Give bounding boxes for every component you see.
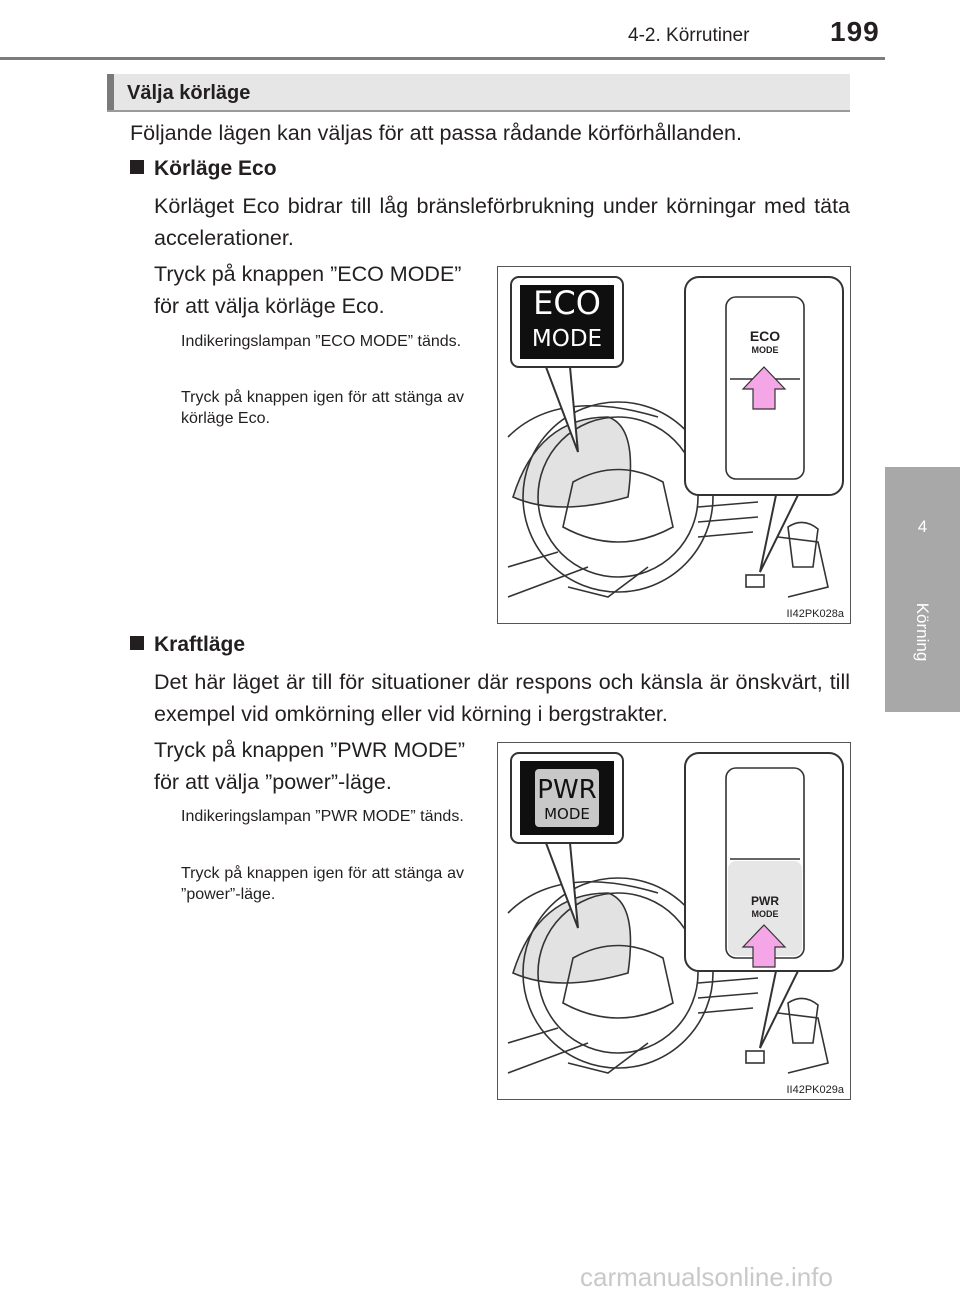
pwr-description: Det här läget är till för situationer dä… <box>154 670 850 726</box>
pwr-button-bottom: MODE <box>752 909 779 919</box>
chapter-side-tab: 4 Körning <box>885 467 960 712</box>
eco-indicator-top: ECO <box>533 284 601 322</box>
eco-note-2: Tryck på knappen igen för att stänga av … <box>181 389 464 427</box>
pwr-figure: PWR MODE PWR MODE II42PK029a <box>497 742 851 1100</box>
eco-instruction: Tryck på knappen ”ECO MODE” för att välj… <box>154 262 462 318</box>
section-heading-bar: Välja körläge <box>107 74 850 112</box>
pwr-illustration: PWR MODE PWR MODE <box>507 752 844 1074</box>
watermark: carmanualsonline.info <box>580 1262 833 1292</box>
header-section-title: 4-2. Körrutiner <box>628 25 750 46</box>
chapter-number: 4 <box>917 517 928 536</box>
header-rule <box>0 57 885 60</box>
pwr-note-2: Tryck på knappen igen för att stänga av … <box>181 865 464 903</box>
eco-button-top: ECO <box>750 328 780 344</box>
pwr-indicator-top: PWR <box>537 775 596 805</box>
pwr-note-1: Indikeringslampan ”PWR MODE” tänds. <box>181 808 464 825</box>
chapter-label: Körning <box>913 602 932 662</box>
pwr-heading-text: Kraftläge <box>154 633 246 656</box>
bullet-square-icon <box>130 636 144 650</box>
eco-note-1: Indikeringslampan ”ECO MODE” tänds. <box>181 333 462 350</box>
pwr-figure-code: II42PK029a <box>786 1084 845 1096</box>
pwr-instruction: Tryck på knappen ”PWR MODE” för att välj… <box>154 738 466 794</box>
eco-figure: ECO MODE ECO MODE II42PK028a <box>497 266 851 624</box>
eco-button-bottom: MODE <box>752 345 779 355</box>
pwr-heading: Kraftläge <box>130 633 245 657</box>
section-heading-stripe <box>107 74 114 110</box>
pwr-indicator-bottom: MODE <box>544 805 590 823</box>
section-title: Välja körläge <box>127 82 251 104</box>
bullet-square-icon <box>130 160 144 174</box>
eco-figure-code: II42PK028a <box>786 608 845 620</box>
eco-illustration: ECO MODE ECO MODE <box>507 276 844 598</box>
intro-text: Följande lägen kan väljas för att passa … <box>130 121 742 145</box>
pwr-button-top: PWR <box>751 894 779 908</box>
page-number: 199 <box>830 16 880 47</box>
eco-heading-text: Körläge Eco <box>154 157 277 180</box>
eco-indicator-bottom: MODE <box>532 326 602 352</box>
eco-description: Körläget Eco bidrar till låg bränsleförb… <box>154 194 850 250</box>
eco-heading: Körläge Eco <box>130 157 277 181</box>
